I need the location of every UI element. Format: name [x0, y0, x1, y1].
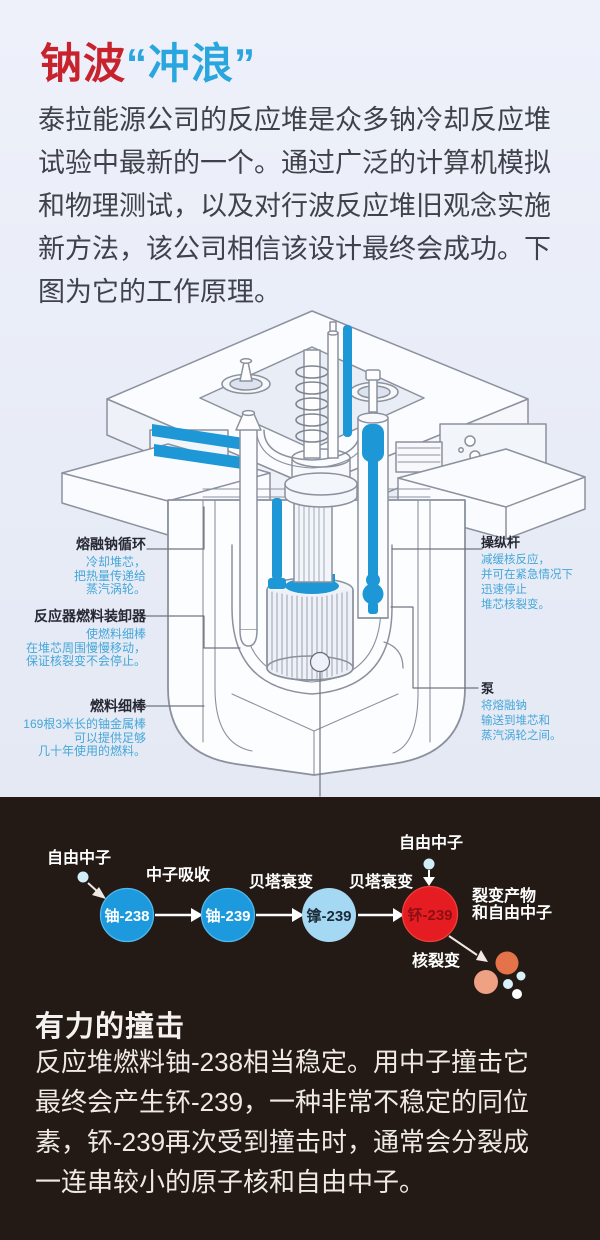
- callout-desc: 169根3米长的铀金属棒 可以提供足够 几十年使用的燃料。: [23, 717, 146, 759]
- leader-lines: [145, 506, 483, 797]
- callout-molten-sodium-loop: 熔融钠循环 冷却堆芯， 把热量传递给 蒸汽涡轮。: [0, 536, 146, 597]
- plutonium-239-label: 钚-239: [407, 906, 452, 924]
- plutonium-239-node: [401, 885, 459, 943]
- callout-fuel-handler: 反应器燃料装卸器 使燃料细棒 在堆芯周围慢慢移动， 保证核裂变不会停止。: [0, 608, 146, 669]
- free-neutron-top-label: 自由中子: [399, 833, 463, 852]
- intro-paragraph: 泰拉能源公司的反应堆是众多钠冷却反应堆 试验中最新的一个。通过广泛的计算机模拟 …: [38, 105, 551, 307]
- page-title-blue: “冲浪”: [126, 40, 257, 87]
- callout-desc: 使燃料细棒 在堆芯周围慢慢移动， 保证核裂变不会停止。: [25, 627, 146, 669]
- decay-chain-diagram: 自由中子 铀-238 中子吸收 铀-239 贝塔衰变 镎-239 贝塔衰变: [47, 833, 552, 999]
- callout-fuel-pins: 燃料细棒 169根3米长的铀金属棒 可以提供足够 几十年使用的燃料。: [0, 698, 146, 759]
- free-neutron-left-label: 自由中子: [47, 848, 111, 867]
- uranium-238-node: [99, 887, 155, 943]
- fission-products-label-line2: 和自由中子: [472, 903, 552, 922]
- callout-desc: 冷却堆芯， 把热量传递给 蒸汽涡轮。: [73, 555, 146, 597]
- footer-paragraph: 反应堆燃料铀-238相当稳定。用中子撞击它 最终会产生钚-239，一种非常不稳定…: [35, 1047, 530, 1197]
- reactor-cutaway-illustration: [61, 310, 586, 797]
- callout-desc: 减缓核反应， 并可在紧急情况下 迅速停止 堆芯核裂变。: [481, 554, 573, 611]
- arrow-head: [423, 877, 435, 886]
- arrow-head: [393, 908, 404, 922]
- arrow-head: [191, 908, 203, 922]
- page-title: 钠波“冲浪”: [40, 30, 256, 91]
- beta-decay-1-label: 贝塔衰变: [249, 872, 313, 891]
- central-machinery: [255, 321, 369, 508]
- dark-section: 自由中子 铀-238 中子吸收 铀-239 贝塔衰变 镎-239 贝塔衰变: [0, 797, 600, 1240]
- fuel-handler-tube: [235, 409, 286, 647]
- sodium-pipes: [152, 325, 352, 469]
- fission-products-label-line1: 裂变产物: [471, 886, 536, 905]
- callout-title: 泵: [481, 681, 495, 696]
- page-title-red: 钠波: [40, 40, 127, 87]
- neptunium-239-label: 镎-239: [306, 907, 351, 925]
- callout-title: 熔融钠循环: [76, 536, 146, 552]
- callout-control-rod: 操纵杆 减缓核反应， 并可在紧急情况下 迅速停止 堆芯核裂变。: [481, 534, 596, 613]
- beta-decay-2-label: 贝塔衰变: [349, 872, 413, 891]
- nuclear-fission-label: 核裂变: [412, 951, 460, 970]
- callout-desc: 将熔融钠 输送到堆芯和 蒸汽涡轮之间。: [481, 700, 562, 742]
- footer-heading: 有力的撞击: [35, 1011, 186, 1043]
- fission-product-cluster: [474, 951, 526, 999]
- control-rod-and-pump: [357, 369, 389, 619]
- arrow-head: [92, 887, 106, 899]
- uranium-239-label: 铀-239: [205, 907, 250, 925]
- arrow-head: [476, 950, 488, 962]
- arrow-head: [292, 908, 304, 922]
- uranium-238-label: 铀-238: [104, 907, 149, 925]
- callout-title: 燃料细棒: [90, 698, 146, 714]
- callout-title: 操纵杆: [481, 535, 521, 550]
- uranium-239-node: [200, 887, 256, 943]
- callout-title: 反应器燃料装卸器: [34, 608, 146, 624]
- free-neutron-left-dot: [77, 871, 89, 883]
- neutron-absorption-label: 中子吸收: [146, 865, 210, 884]
- free-neutron-top-dot: [423, 858, 435, 870]
- callout-pump: 泵 将熔融钠 输送到堆芯和 蒸汽涡轮之间。: [481, 680, 596, 744]
- neptunium-239-node: [302, 888, 356, 942]
